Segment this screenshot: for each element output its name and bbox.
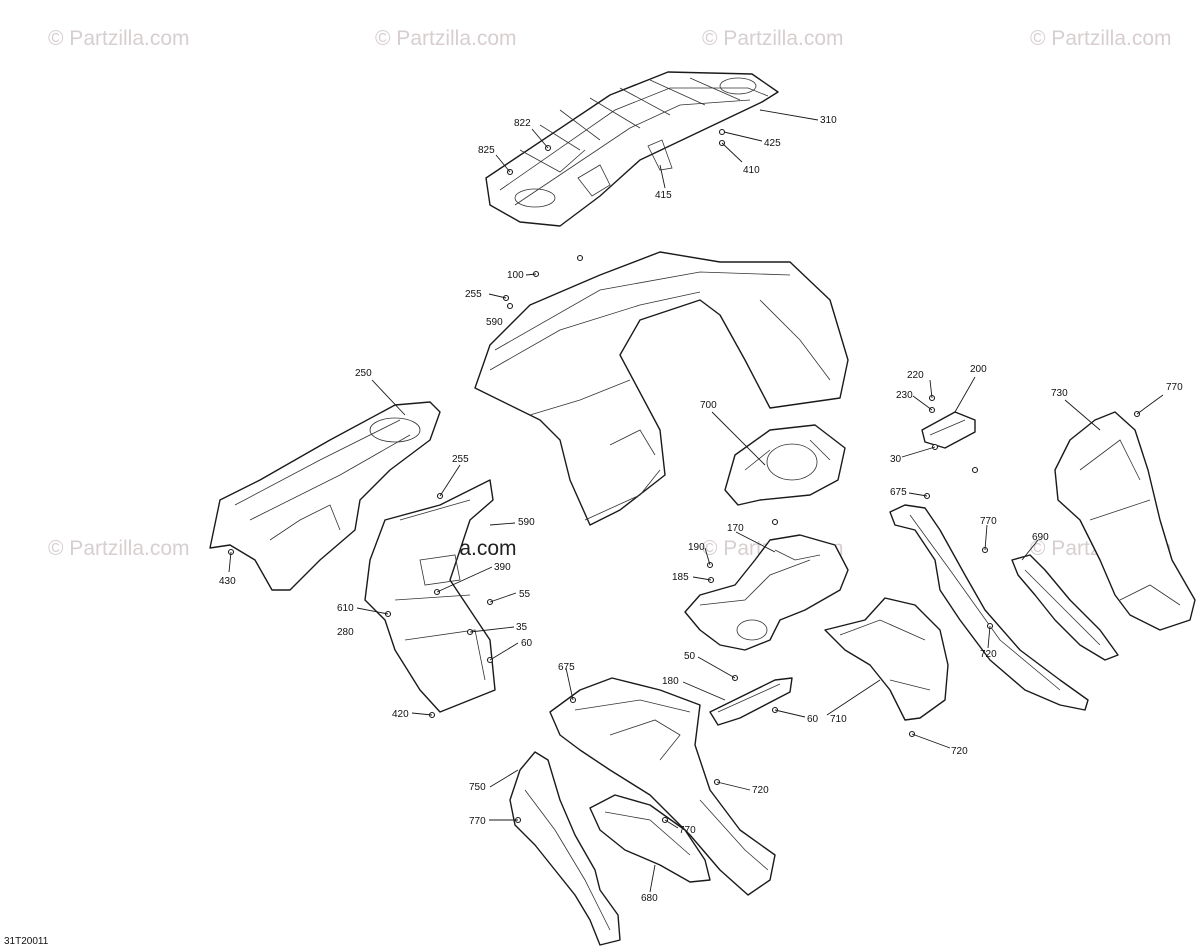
- callout-720: 720: [951, 746, 968, 757]
- callout-180: 180: [662, 676, 679, 687]
- mudguard-750: [509, 751, 621, 946]
- cover-680: [589, 794, 711, 883]
- callout-390: 390: [494, 562, 511, 573]
- callout-590: 590: [486, 317, 503, 328]
- callout-30: 30: [890, 454, 902, 465]
- bolt-170: [771, 518, 779, 526]
- callout-35: 35: [516, 622, 528, 633]
- callout-770: 770: [469, 816, 486, 827]
- watermark: © Partzilla.com: [375, 27, 517, 50]
- callout-720: 720: [752, 785, 769, 796]
- callout-310: 310: [820, 115, 837, 126]
- callout-770: 770: [679, 825, 696, 836]
- callout-280: 280: [337, 627, 354, 638]
- callout-250: 250: [355, 368, 372, 379]
- callout-170: 170: [727, 523, 744, 534]
- watermark: © Partzilla.com: [48, 537, 190, 560]
- right-side-panel: [1054, 411, 1196, 631]
- callout-750: 750: [469, 782, 486, 793]
- callout-255: 255: [465, 289, 482, 300]
- bolt-100b: [576, 254, 584, 262]
- callout-60: 60: [521, 638, 533, 649]
- callout-425: 425: [764, 138, 781, 149]
- washer-425: [718, 128, 726, 136]
- watermark: © Partzilla.com: [48, 27, 190, 50]
- callout-415: 415: [655, 190, 672, 201]
- callout-710: 710: [830, 714, 847, 725]
- side-guard-690: [1011, 554, 1119, 661]
- callout-825: 825: [478, 145, 495, 156]
- callout-55: 55: [519, 589, 531, 600]
- callout-255: 255: [452, 454, 469, 465]
- callout-230: 230: [896, 390, 913, 401]
- bracket-200: [921, 411, 976, 449]
- callout-100: 100: [507, 270, 524, 281]
- diagram-code: 31T20011: [4, 936, 49, 947]
- callout-822: 822: [514, 118, 531, 129]
- callout-50: 50: [684, 651, 696, 662]
- callout-420: 420: [392, 709, 409, 720]
- panel-710: [824, 597, 949, 721]
- left-footwell-panel: [549, 677, 776, 896]
- storage-tray: [724, 424, 846, 506]
- rear-fender: [474, 251, 849, 526]
- callout-590: 590: [518, 517, 535, 528]
- center-bracket-assembly: [684, 534, 849, 651]
- callout-190: 190: [688, 542, 705, 553]
- callout-610: 610: [337, 603, 354, 614]
- callout-410: 410: [743, 165, 760, 176]
- left-rear-panel: [209, 401, 441, 591]
- callout-730: 730: [1051, 388, 1068, 399]
- screw-590: [506, 302, 514, 310]
- nut-200: [971, 466, 979, 474]
- callout-labels: 310 822 825 425 410 415 100 255 590 250 …: [219, 115, 1183, 904]
- callout-690: 690: [1032, 532, 1049, 543]
- callout-700: 700: [700, 400, 717, 411]
- callout-720: 720: [980, 649, 997, 660]
- callout-60: 60: [807, 714, 819, 725]
- bracket-180: [709, 677, 793, 726]
- watermark: © Partzilla.com: [1030, 27, 1172, 50]
- rear-rack: [485, 71, 779, 227]
- callout-200: 200: [970, 364, 987, 375]
- callout-675: 675: [890, 487, 907, 498]
- support-bracket: [364, 479, 496, 713]
- callout-185: 185: [672, 572, 689, 583]
- callout-680: 680: [641, 893, 658, 904]
- callout-220: 220: [907, 370, 924, 381]
- callout-770: 770: [1166, 382, 1183, 393]
- callout-770: 770: [980, 516, 997, 527]
- right-footrest-support: [889, 504, 1089, 711]
- callout-675: 675: [558, 662, 575, 673]
- leader-lines: [228, 109, 1164, 893]
- callout-430: 430: [219, 576, 236, 587]
- watermark: © Partzilla.com: [702, 27, 844, 50]
